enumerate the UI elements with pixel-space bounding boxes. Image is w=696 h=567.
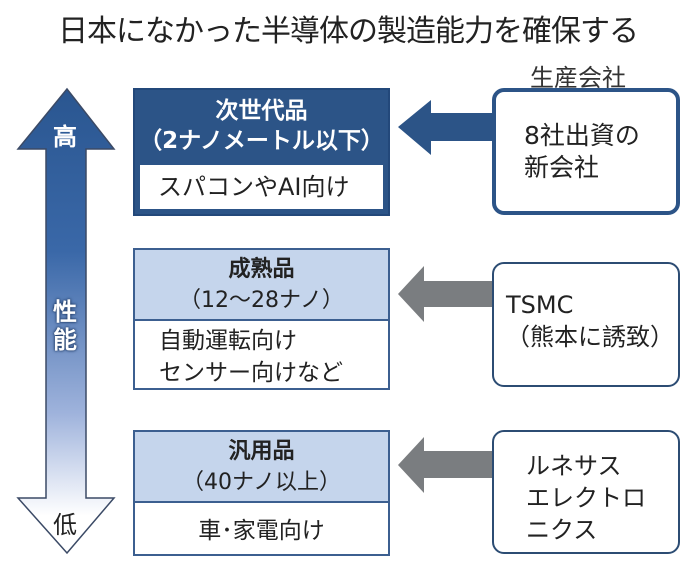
producer-line: ニクス (526, 516, 598, 544)
performance-double-arrow (16, 87, 116, 555)
performance-label: 性能 (53, 298, 77, 354)
tier-next-gen-header: 次世代品 （2ナノメートル以下） (135, 90, 388, 156)
use-line: センサー向けなど (159, 360, 343, 386)
producer-line: 8社出資の (524, 121, 640, 150)
tier-mature-header: 成熟品 （12〜28ナノ） (135, 250, 388, 321)
producer-line: ルネサス (526, 452, 622, 480)
tier-name: 成熟品 (228, 257, 295, 282)
tier-uses: 車･家電向け (198, 518, 325, 544)
tier-next-gen: 次世代品 （2ナノメートル以下） スパコンやAI向け (133, 88, 390, 216)
producer-line: 新会社 (524, 153, 600, 182)
producer-tsmc: TSMC （熊本に誘致） (492, 262, 680, 387)
low-label: 低 (53, 511, 77, 539)
producer-column-label: 生産会社 (530, 64, 626, 92)
producer-renesas: ルネサス エレクトロ ニクス (492, 430, 680, 554)
tier-spec: （12〜28ナノ） (179, 288, 344, 313)
tier-uses: スパコンやAI向け (140, 165, 383, 209)
diagram-title: 日本になかった半導体の製造能力を確保する (58, 14, 639, 49)
high-label: 高 (53, 123, 77, 151)
producer-line: TSMC (506, 291, 574, 319)
tier-spec: （40ナノ以上） (182, 470, 341, 495)
tier-spec: （2ナノメートル以下） (139, 128, 384, 154)
arrow-tier3 (398, 437, 492, 493)
arrow-tier1 (398, 100, 492, 155)
tier-name: 汎用品 (228, 439, 295, 464)
tier-name: 次世代品 (215, 98, 308, 124)
producer-new-company: 8社出資の 新会社 (492, 88, 680, 215)
tier-general: 汎用品 （40ナノ以上） 車･家電向け (133, 430, 390, 556)
tier-general-header: 汎用品 （40ナノ以上） (135, 432, 388, 503)
tier-uses: 自動運転向け センサー向けなど (135, 321, 388, 393)
producer-line: （熊本に誘致） (506, 323, 674, 351)
tier-mature: 成熟品 （12〜28ナノ） 自動運転向け センサー向けなど (133, 248, 390, 390)
use-line: 自動運転向け (159, 328, 297, 354)
producer-line: エレクトロ (526, 484, 646, 512)
arrow-tier2 (398, 266, 492, 322)
